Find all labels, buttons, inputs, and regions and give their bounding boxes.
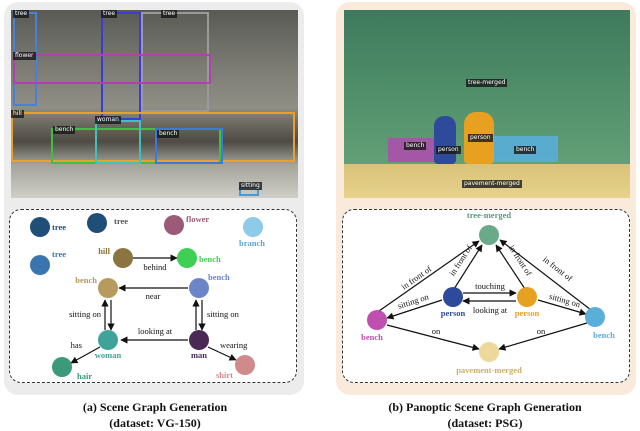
label-bench-top: bench xyxy=(199,254,221,264)
elabel-in-front-of-4: in front of xyxy=(541,254,574,283)
tag-bench-a: bench xyxy=(53,126,76,134)
node-bench-left xyxy=(98,278,118,298)
elabel-wearing: wearing xyxy=(220,340,248,350)
elabel-on-1: on xyxy=(432,326,441,336)
node-tree-merged xyxy=(479,225,499,245)
tag-bench-b: bench xyxy=(514,146,537,154)
label-tree-3: tree xyxy=(52,249,66,259)
tag-sitting: sitting xyxy=(239,182,262,190)
label-woman: woman xyxy=(95,350,122,360)
label-hill: hill xyxy=(98,246,110,256)
label-shirt: shirt xyxy=(216,370,233,380)
label-hair: hair xyxy=(77,371,92,381)
node-branch xyxy=(243,217,263,237)
node-hill xyxy=(113,248,133,268)
panoptic-photo: tree-merged bench person person bench pa… xyxy=(344,10,630,198)
edge-in-front-of-4 xyxy=(499,239,592,311)
node-tree-1 xyxy=(30,217,50,237)
label-bench-b: bench xyxy=(593,330,615,340)
label-person-b: person xyxy=(515,308,540,318)
node-bench-right xyxy=(189,278,209,298)
bbox-bench-b xyxy=(155,128,223,164)
left-caption-dataset: (dataset: VG-150) xyxy=(109,416,201,430)
bbox-hill xyxy=(11,112,295,162)
elabel-looking-at: looking at xyxy=(138,326,173,336)
scene-graph-photo: tree tree tree flower hill bench woman b… xyxy=(11,10,298,198)
node-person-a xyxy=(443,287,463,307)
node-man xyxy=(189,330,209,350)
tag-tree-c: tree xyxy=(161,10,178,18)
bbox-tree-b xyxy=(101,12,141,120)
node-woman xyxy=(98,330,118,350)
edge-wearing xyxy=(207,346,237,361)
left-caption-title: (a) Scene Graph Generation xyxy=(82,400,228,414)
node-shirt xyxy=(235,355,255,375)
elabel-on-2: on xyxy=(537,326,546,336)
label-bench-left: bench xyxy=(75,275,97,285)
edge-in-front-of-2 xyxy=(453,244,483,290)
edge-has xyxy=(70,346,101,364)
tag-tree-b: tree xyxy=(101,10,118,18)
bbox-flower xyxy=(13,54,211,84)
node-bench-b xyxy=(585,307,605,327)
elabel-behind: behind xyxy=(143,262,167,272)
tag-person-a: person xyxy=(436,146,461,154)
edge-sitting-on-2 xyxy=(537,299,587,316)
tag-hill: hill xyxy=(11,110,24,118)
node-bench-a xyxy=(367,310,387,330)
node-tree-2 xyxy=(87,213,107,233)
node-hair xyxy=(52,357,72,377)
node-pavement xyxy=(479,342,499,362)
elabel-sitting-on-2: sitting on xyxy=(207,309,240,319)
tag-woman: woman xyxy=(95,116,121,124)
label-tree-merged: tree-merged xyxy=(467,210,511,220)
edge-in-front-of-3 xyxy=(495,244,526,290)
tag-tree-a: tree xyxy=(13,10,30,18)
elabel-in-front-of-1: in front of xyxy=(399,263,433,291)
edge-on-2 xyxy=(498,322,588,351)
elabel-looking-at: looking at xyxy=(473,305,508,315)
elabel-sitting-on-1: sitting on xyxy=(396,291,430,311)
label-branch: branch xyxy=(239,238,265,248)
left-caption: (a) Scene Graph Generation (dataset: VG-… xyxy=(0,399,310,431)
node-flower xyxy=(164,215,184,235)
scene-graph-box xyxy=(9,209,297,383)
label-tree-2: tree xyxy=(114,216,128,226)
label-bench-right: bench xyxy=(208,272,230,282)
elabel-in-front-of-3: in front of xyxy=(507,243,534,277)
right-caption-title: (b) Panoptic Scene Graph Generation xyxy=(388,400,582,414)
tag-pavement: pavement-merged xyxy=(462,180,522,188)
elabel-touching: touching xyxy=(475,281,505,291)
elabel-sitting-on-2: sitting on xyxy=(548,291,582,310)
node-tree-3 xyxy=(30,255,50,275)
tag-tree-merged: tree-merged xyxy=(466,79,508,87)
label-man: man xyxy=(191,350,207,360)
right-caption: (b) Panoptic Scene Graph Generation (dat… xyxy=(330,399,640,431)
elabel-near: near xyxy=(146,291,161,301)
edge-in-front-of-1 xyxy=(378,240,480,312)
edge-sitting-on-1 xyxy=(386,299,443,320)
edge-on-1 xyxy=(386,324,480,351)
tag-bench-b: bench xyxy=(157,130,180,138)
label-person-a: person xyxy=(441,308,466,318)
tag-flower: flower xyxy=(13,52,36,60)
label-flower: flower xyxy=(186,214,209,224)
right-caption-dataset: (dataset: PSG) xyxy=(447,416,523,430)
elabel-sitting-on-1: sitting on xyxy=(69,309,102,319)
label-tree-1: tree xyxy=(52,222,66,232)
tag-person-b: person xyxy=(468,134,493,142)
node-person-b xyxy=(517,287,537,307)
elabel-has: has xyxy=(71,340,82,350)
label-bench-a: bench xyxy=(361,332,383,342)
label-pavement: pavement-merged xyxy=(456,365,522,375)
tag-bench-a: bench xyxy=(404,142,427,150)
node-bench-top xyxy=(177,248,197,268)
